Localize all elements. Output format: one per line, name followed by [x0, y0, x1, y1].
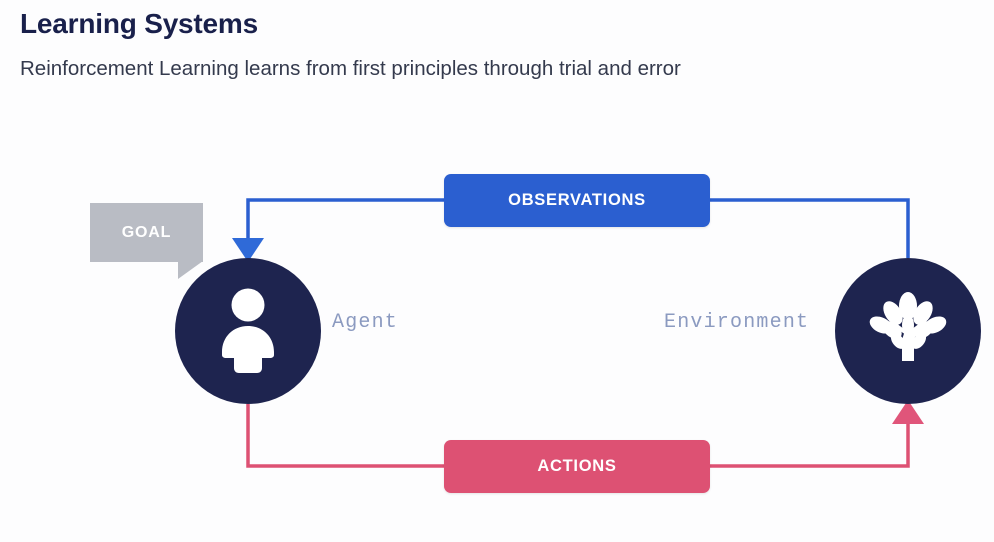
- edge-label-actions[interactable]: ACTIONS: [444, 440, 710, 493]
- page-title: Learning Systems: [20, 8, 258, 39]
- node-label-agent: Agent: [332, 311, 399, 334]
- page-subtitle: Reinforcement Learning learns from first…: [20, 57, 681, 80]
- node-environment[interactable]: [835, 258, 981, 404]
- actions-label: ACTIONS: [537, 457, 617, 475]
- observations-arrowhead: [232, 238, 264, 262]
- node-agent[interactable]: [175, 258, 321, 404]
- person-icon: [222, 288, 274, 373]
- tree-icon: [869, 292, 947, 361]
- goal-bubble-tail: [178, 261, 203, 279]
- actions-arrowhead: [892, 400, 924, 424]
- goal-annotation: GOAL: [90, 203, 203, 262]
- observations-label: OBSERVATIONS: [508, 191, 646, 209]
- goal-label: GOAL: [121, 223, 172, 241]
- node-label-environment: Environment: [664, 311, 810, 334]
- edge-label-observations[interactable]: OBSERVATIONS: [444, 174, 710, 227]
